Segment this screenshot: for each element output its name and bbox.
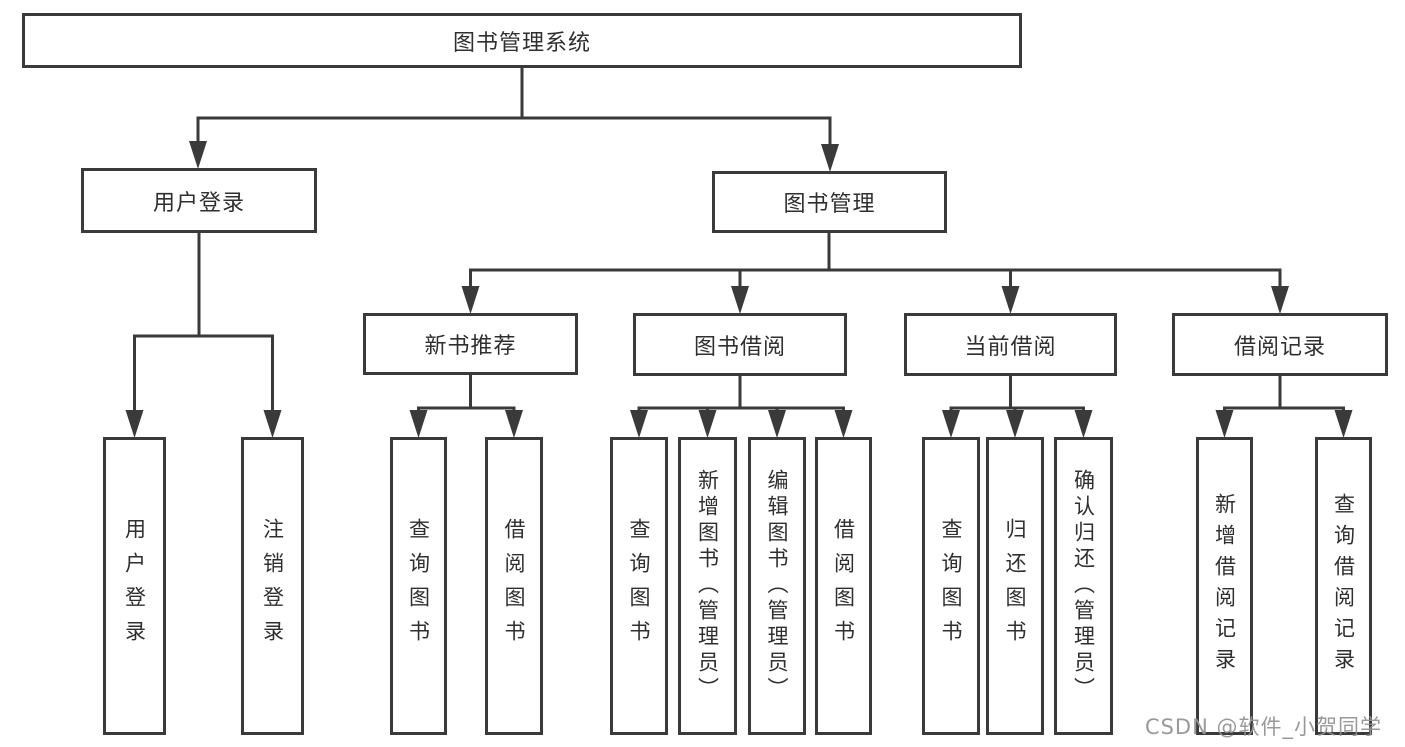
node-bb-edit-books-admin: 编辑图书（管理员） — [748, 437, 806, 735]
node-nb-query-books: 查询图书 — [390, 437, 447, 735]
node-cb-confirm-return-admin: 确认归还（管理员） — [1054, 437, 1113, 735]
node-user-login: 用户登录 — [81, 168, 317, 233]
node-cb-return-books: 归还图书 — [986, 437, 1044, 735]
node-br-query-record: 查询借阅记录 — [1315, 437, 1372, 735]
node-bb-add-books-admin: 新增图书（管理员） — [678, 437, 737, 735]
watermark: CSDN @软件_小贺同学 — [1144, 715, 1382, 739]
node-book-mgmt: 图书管理 — [712, 171, 947, 233]
node-login: 用户登录 — [103, 437, 166, 735]
node-bb-borrow-books: 借阅图书 — [815, 437, 872, 735]
node-nb-borrow-books: 借阅图书 — [485, 437, 543, 735]
node-bb-query-books: 查询图书 — [610, 437, 668, 735]
node-cb-query-books: 查询图书 — [922, 437, 980, 735]
node-br-add-record: 新增借阅记录 — [1196, 437, 1253, 735]
node-root: 图书管理系统 — [22, 13, 1022, 68]
node-new-book-recommend: 新书推荐 — [363, 313, 578, 375]
node-current-borrow: 当前借阅 — [904, 313, 1117, 376]
node-borrow-records: 借阅记录 — [1172, 313, 1388, 376]
node-book-borrow: 图书借阅 — [633, 313, 847, 376]
node-logout: 注销登录 — [241, 437, 304, 735]
